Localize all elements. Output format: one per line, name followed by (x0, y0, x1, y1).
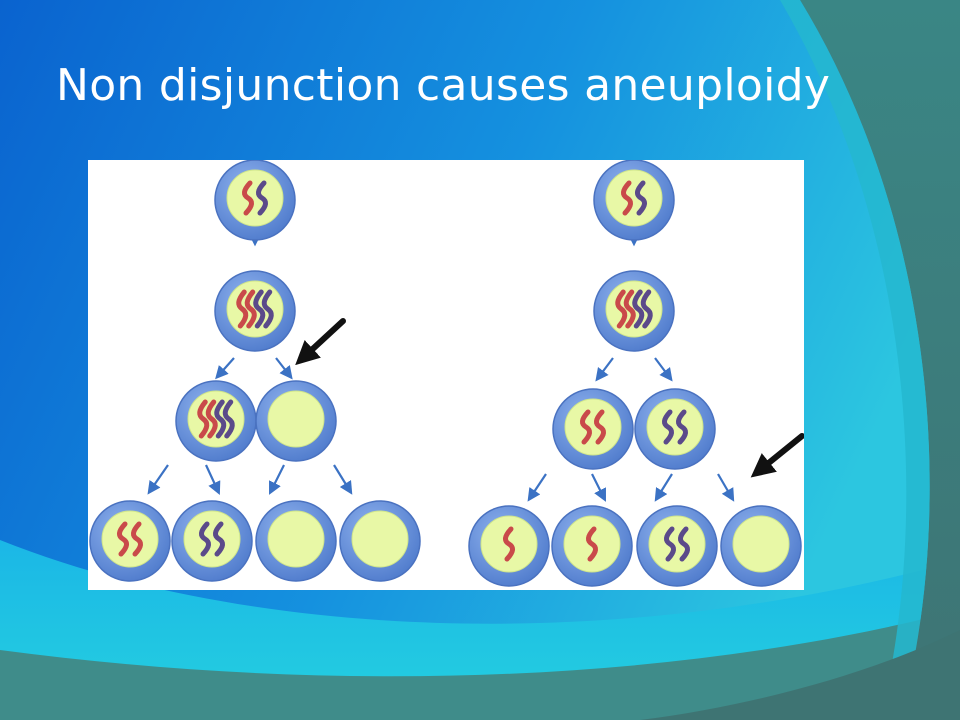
division-arrow (654, 473, 673, 502)
nondisjunction-arrow (750, 433, 804, 478)
cell (468, 505, 550, 587)
chromosome-red (594, 409, 606, 445)
chromosome-purple (253, 289, 266, 329)
background-slate-wave (0, 610, 960, 720)
chromosome-purple (214, 399, 227, 439)
cell (551, 505, 633, 587)
chromosome-red (615, 289, 628, 329)
cell-nucleus (267, 510, 325, 568)
division-arrow (595, 357, 614, 382)
chromosome-purple (199, 521, 211, 557)
division-arrow (275, 357, 293, 380)
cell (89, 500, 171, 582)
cell-nucleus (646, 398, 704, 456)
division-arrow (333, 464, 353, 495)
cell (552, 388, 634, 470)
division-arrow (215, 357, 235, 380)
division-arrow (654, 357, 673, 382)
chromosome-red (503, 526, 515, 562)
cell (593, 270, 675, 352)
nondisjunction-diagram (89, 160, 804, 587)
cell-nucleus (183, 510, 241, 568)
chromosome-purple (632, 289, 645, 329)
cell-nucleus (101, 510, 159, 568)
chromosome-red (117, 521, 129, 557)
slide-title: Non disjunction causes aneuploidy (56, 60, 831, 111)
chromosome-purple (256, 180, 268, 216)
cell (593, 160, 675, 241)
chromosome-red (586, 526, 598, 562)
chromosome-purple (635, 180, 647, 216)
cell (175, 380, 257, 462)
chromosome-purple (676, 409, 688, 445)
chromosome-red (623, 289, 636, 329)
cell-nucleus (605, 169, 663, 227)
background-slate-bottom (640, 630, 960, 720)
chromosome-purple (261, 289, 274, 329)
cell-nucleus (226, 280, 284, 338)
nondisjunction-figure (88, 160, 804, 590)
cell-nucleus (732, 515, 790, 573)
cell (255, 380, 337, 462)
cell (171, 500, 253, 582)
division-arrow (591, 473, 606, 502)
chromosome-purple (640, 289, 653, 329)
cell-nucleus (564, 398, 622, 456)
chromosome-red (244, 289, 257, 329)
cell-nucleus (187, 390, 245, 448)
background-slate-side (800, 0, 960, 720)
chromosome-purple (222, 399, 235, 439)
cell (214, 270, 296, 352)
division-arrow (205, 464, 221, 495)
cell (214, 160, 296, 241)
cell-nucleus (648, 515, 706, 573)
cell (634, 388, 716, 470)
division-arrow (147, 464, 169, 495)
chromosome-red (131, 521, 143, 557)
background-teal-edge (780, 0, 930, 720)
chromosome-red (205, 399, 218, 439)
cell (636, 505, 718, 587)
chromosome-red (197, 399, 210, 439)
chromosome-red (621, 180, 633, 216)
chromosome-purple (664, 526, 676, 562)
chromosome-purple (662, 409, 674, 445)
cell (339, 500, 421, 582)
cell-nucleus (351, 510, 409, 568)
chromosome-purple (678, 526, 690, 562)
nondisjunction-arrow (295, 318, 346, 366)
cell-nucleus (226, 169, 284, 227)
division-arrow (269, 464, 285, 495)
cell-nucleus (605, 280, 663, 338)
chromosome-purple (213, 521, 225, 557)
cell (720, 505, 802, 587)
chromosome-red (242, 180, 254, 216)
division-arrow (527, 473, 547, 502)
division-arrow (717, 473, 735, 502)
chromosome-red (580, 409, 592, 445)
cell-nucleus (267, 390, 325, 448)
chromosome-red (236, 289, 249, 329)
cell (255, 500, 337, 582)
